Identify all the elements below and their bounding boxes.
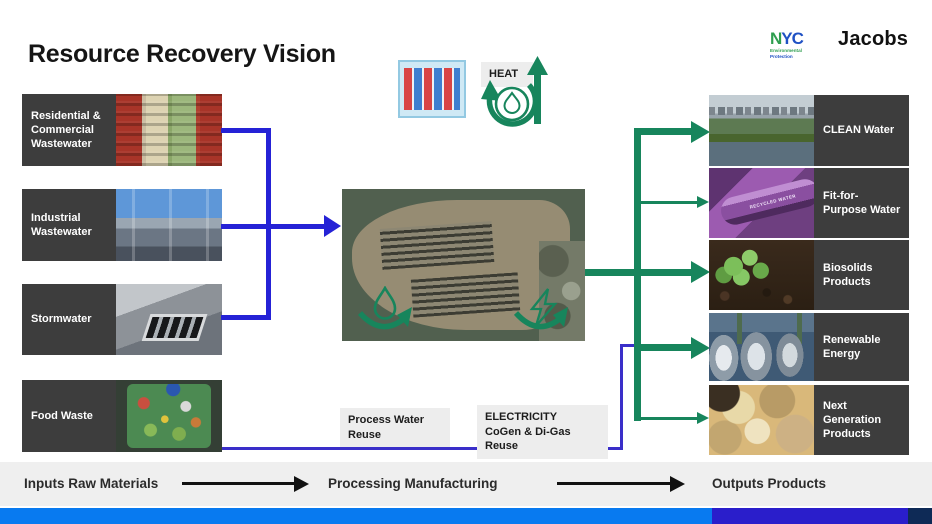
output-label: Fit-for- Purpose Water <box>814 168 909 238</box>
bottom-bar-blue <box>0 508 712 524</box>
green-branch-fit-for-purpose <box>634 201 697 204</box>
green-branch-next-gen <box>634 417 697 420</box>
output-label: CLEAN Water <box>814 95 909 166</box>
foodwaste-line-vertical <box>620 346 623 450</box>
droplet-recycle-icon <box>357 286 412 330</box>
aerial-tanks <box>411 271 521 318</box>
nyc-logo-text: NYC <box>770 29 804 48</box>
bolt-recycle-icon <box>513 288 568 330</box>
photo-granular-products <box>709 385 814 455</box>
process-water-label: Process Water Reuse <box>340 408 450 448</box>
footer-strip <box>0 462 932 506</box>
green-arrowhead-clean-water <box>691 121 710 143</box>
input-label: Food Waste <box>22 380 116 452</box>
footer-stage-outputs: Outputs Products <box>712 476 826 491</box>
foodwaste-line-join <box>620 344 638 347</box>
green-arrowhead-next-gen <box>697 412 709 424</box>
bottom-bar-navy <box>908 508 932 524</box>
output-label: Next Generation Products <box>814 385 909 455</box>
output-clean-water: CLEAN Water <box>709 95 909 166</box>
jacobs-logo: Jacobs <box>838 28 909 50</box>
photo-heat-exchanger <box>398 60 466 118</box>
footer-stage-inputs: Inputs Raw Materials <box>24 476 159 491</box>
photo-food-waste-bin <box>116 380 222 452</box>
pipe-text: RECYCLED WATER <box>748 193 797 210</box>
blue-connector-residential <box>221 128 270 133</box>
input-label: Industrial Wastewater <box>22 189 116 261</box>
output-fit-for-purpose-water: RECYCLED WATER Fit-for- Purpose Water <box>709 168 909 238</box>
output-label: Biosolids Products <box>814 240 909 310</box>
footer-arrowhead-2 <box>670 476 685 492</box>
photo-residential-buildings <box>116 94 222 166</box>
footer-arrowhead-1 <box>294 476 309 492</box>
green-arrowhead-biosolids <box>691 261 710 283</box>
input-residential-commercial-wastewater: Residential & Commercial Wastewater <box>22 94 222 166</box>
photo-seedlings-soil <box>709 240 814 310</box>
footer-arrow-1 <box>182 482 294 485</box>
flame-recycle-icon <box>481 56 548 127</box>
footer-stage-processing: Processing Manufacturing <box>328 476 498 491</box>
footer-arrow-2 <box>557 482 670 485</box>
green-arrowhead-renewable <box>691 337 710 359</box>
green-branch-renewable <box>634 344 691 351</box>
input-industrial-wastewater: Industrial Wastewater <box>22 189 222 261</box>
nyc-logo-subtext: Environmental Protection <box>770 48 802 59</box>
blue-arrowhead <box>324 215 341 237</box>
page-title: Resource Recovery Vision <box>28 40 336 68</box>
nyc-dep-logo: NYC Environmental Protection <box>770 30 830 59</box>
blue-connector-stormwater <box>221 315 271 320</box>
photo-recycled-water-pipe: RECYCLED WATER <box>709 168 814 238</box>
bottom-bar-indigo <box>712 508 908 524</box>
output-renewable-energy: Renewable Energy <box>709 313 909 381</box>
photo-marsh-skyline <box>709 95 814 166</box>
green-arrowhead-fit-for-purpose <box>697 196 709 208</box>
electricity-label: ELECTRICITY CoGen & Di-Gas Reuse <box>477 405 608 459</box>
photo-storm-drain <box>116 284 222 355</box>
blue-connector-main <box>221 224 324 229</box>
input-stormwater: Stormwater <box>22 284 222 355</box>
output-next-generation-products: Next Generation Products <box>709 385 909 455</box>
aerial-tanks <box>379 221 494 271</box>
input-label: Residential & Commercial Wastewater <box>22 94 116 166</box>
output-biosolids-products: Biosolids Products <box>709 240 909 310</box>
photo-digester-eggs <box>709 313 814 381</box>
foodwaste-line-horizontal <box>222 447 623 450</box>
green-branch-clean-water <box>634 128 691 135</box>
photo-industrial-plant <box>116 189 222 261</box>
input-food-waste: Food Waste <box>22 380 222 452</box>
green-main-line <box>585 269 691 276</box>
input-label: Stormwater <box>22 284 116 355</box>
output-label: Renewable Energy <box>814 313 909 381</box>
